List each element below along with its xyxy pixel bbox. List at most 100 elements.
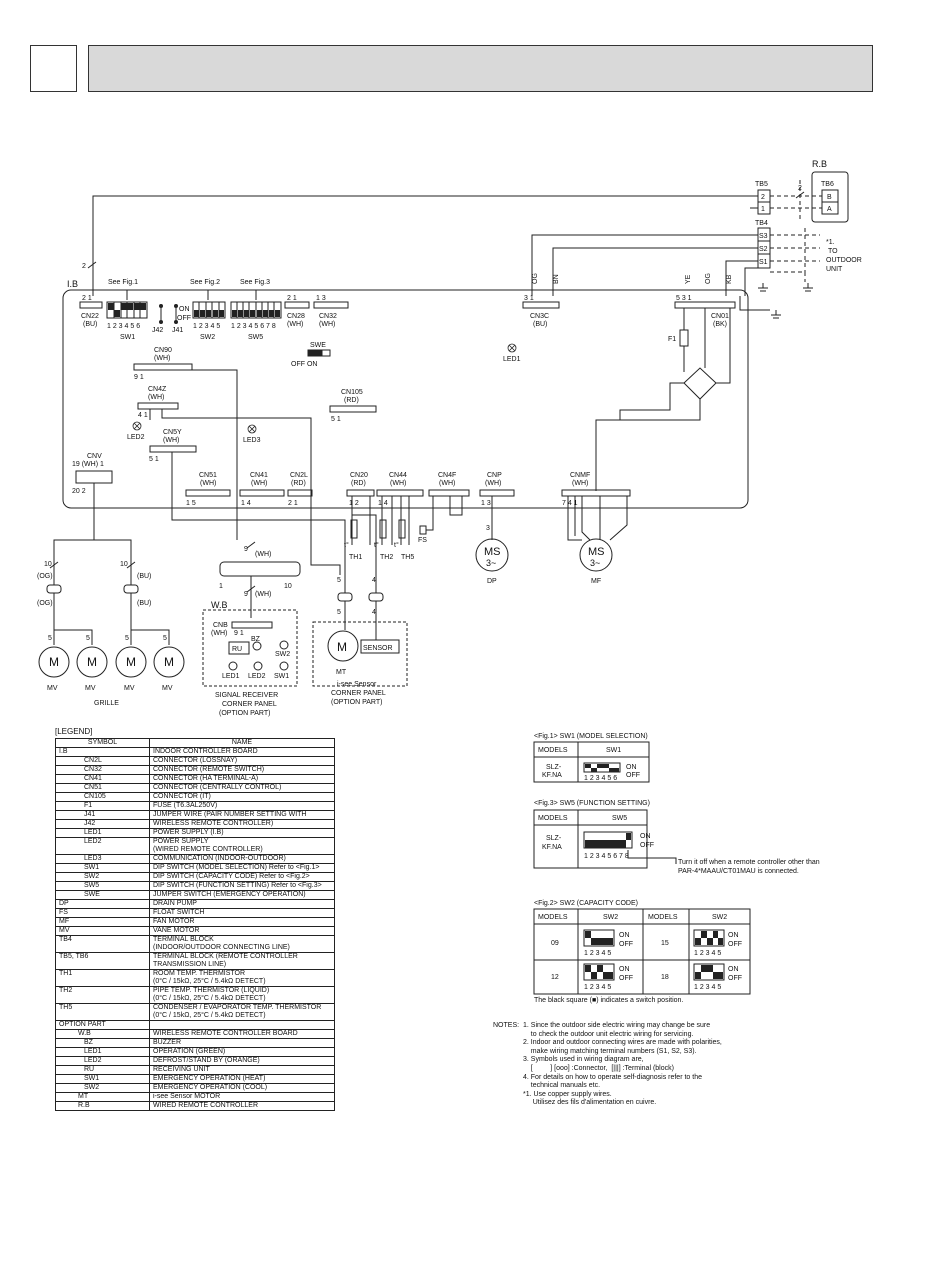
grille-label: GRILLE (94, 700, 119, 707)
th5-t: t° (394, 541, 399, 549)
legend-name: CONNECTOR (REMOTE SWITCH) (149, 765, 335, 775)
cn22-color: (BU) (83, 321, 97, 328)
isee-1: i-see Sensor (337, 681, 377, 688)
cnmf-pins: 7 4 1 (562, 500, 578, 507)
legend-symbol: DP (55, 899, 150, 909)
signal-receiver-3: (OPTION PART) (219, 710, 270, 717)
cnb-color: (WH) (211, 630, 227, 637)
fig2-row2-right: 18 (661, 974, 669, 981)
fig2-note: The black square (■) indicates a switch … (534, 997, 683, 1004)
legend-name: COMMUNICATION (INDOOR-OUTDOOR) (149, 854, 335, 864)
note-item: 4. For details on how to operate self-di… (523, 1073, 702, 1090)
f1-label: F1 (668, 336, 676, 343)
fig3-col-sw: SW5 (612, 815, 627, 822)
legend-name: TERMINAL BLOCK (INDOOR/OUTDOOR CONNECTIN… (149, 935, 335, 953)
cn4z-color: (WH) (148, 394, 164, 401)
legend-name: JUMPER WIRE (PAIR NUMBER SETTING WITH (149, 810, 335, 820)
fig1-model-2: KF.NA (542, 772, 562, 779)
legend-symbol: BZ (55, 1038, 150, 1048)
th2-label: TH2 (380, 554, 393, 561)
cn2l-pins: 2 1 (288, 500, 298, 507)
fig3-note-2: PAR-4*MAAU/CT01MAU is connected. (678, 868, 799, 875)
legend-name: FLOAT SWITCH (149, 908, 335, 918)
cn28-pins: 2 1 (287, 295, 297, 302)
wire-ye: YE (685, 274, 692, 284)
mf-ms: MS (588, 546, 605, 558)
legend-symbol: CN2L (55, 756, 150, 766)
fig2-nums-4: 1 2 3 4 5 (694, 984, 721, 991)
tb5-1: 1 (761, 206, 765, 213)
wire-og2: OG (705, 273, 712, 284)
note-item: 2. Indoor and outdoor connecting wires a… (523, 1039, 722, 1055)
mt-m: M (337, 640, 347, 654)
cnp-color: (WH) (485, 480, 501, 487)
cn51-label: CN51 (199, 472, 217, 479)
fig3-model-2: KF.NA (542, 844, 562, 851)
cn44-color: (WH) (390, 480, 406, 487)
cn51-color: (WH) (200, 480, 216, 487)
mv2-m: M (87, 655, 97, 669)
fig2-nums-3: 1 2 3 4 5 (694, 950, 721, 957)
cn90-pins: 9 1 (134, 374, 144, 381)
og-n10: 10 (44, 561, 52, 568)
cn41-label: CN41 (250, 472, 268, 479)
led1b-label: LED1 (222, 673, 240, 680)
signal-receiver-1: SIGNAL RECEIVER (215, 692, 278, 699)
sw2-nums: 1 2 3 4 5 (193, 323, 220, 330)
led3-indicator (247, 424, 257, 434)
legend-symbol: SW2 (55, 872, 150, 882)
vane-motor-3 (115, 646, 147, 678)
mv4-label: MV (162, 685, 173, 692)
cn3c-pins: 3 1 (524, 295, 534, 302)
legend-symbol: J41 (55, 810, 150, 820)
sensor-box (360, 639, 400, 654)
harness-wh-top: (WH) (255, 551, 271, 558)
fig2-row2-left: 12 (551, 974, 559, 981)
legend-name: CONDENSER / EVAPORATOR TEMP. THERMISTOR … (149, 1003, 335, 1021)
cn28-label: CN28 (287, 313, 305, 320)
cn20-label: CN20 (350, 472, 368, 479)
mt-label: MT (336, 669, 347, 676)
cn4f-color: (WH) (439, 480, 455, 487)
cn32-label: CN32 (319, 313, 337, 320)
legend-symbol: SW2 (55, 1083, 150, 1093)
legend-symbol: OPTION PART (55, 1020, 150, 1030)
legend-col-symbol: SYMBOL (55, 738, 150, 748)
legend-symbol: TH2 (55, 986, 150, 1004)
legend-name: POWER SUPPLY (WIRED REMOTE CONTROLLER) (149, 837, 335, 855)
note-item: 3. Symbols used in wiring diagram are, [… (523, 1056, 674, 1072)
legend-name: POWER SUPPLY (I.B) (149, 828, 335, 838)
legend-name: FAN MOTOR (149, 917, 335, 927)
fig2-off-1: OFF (619, 941, 633, 948)
cnp-label: CNP (487, 472, 502, 479)
legend-symbol: SW5 (55, 881, 150, 891)
cn41-pins: 1 4 (241, 500, 251, 507)
led2-indicator (132, 421, 142, 431)
fig2-col-sw-l: SW2 (603, 914, 618, 921)
legend-name: ROOM TEMP. THERMISTOR (0°C / 15kΩ, 25°C … (149, 969, 335, 987)
legend-row: OPTION PART (55, 1020, 335, 1030)
tb6-a: A (827, 206, 832, 213)
mv4-m: M (164, 655, 174, 669)
header-title-bar (88, 45, 873, 92)
fig3-nums: 1 2 3 4 5 6 7 8 (584, 853, 629, 860)
dp-n3: 3 (486, 525, 490, 532)
sw5-label: SW5 (248, 334, 263, 341)
isee-sensor-box (312, 621, 408, 687)
sw2-label: SW2 (200, 334, 215, 341)
legend-name: CONNECTOR (LOSSNAY) (149, 756, 335, 766)
cn44-label: CN44 (389, 472, 407, 479)
cn4z-label: CN4Z (148, 386, 167, 393)
fig2-on-3: ON (728, 932, 739, 939)
